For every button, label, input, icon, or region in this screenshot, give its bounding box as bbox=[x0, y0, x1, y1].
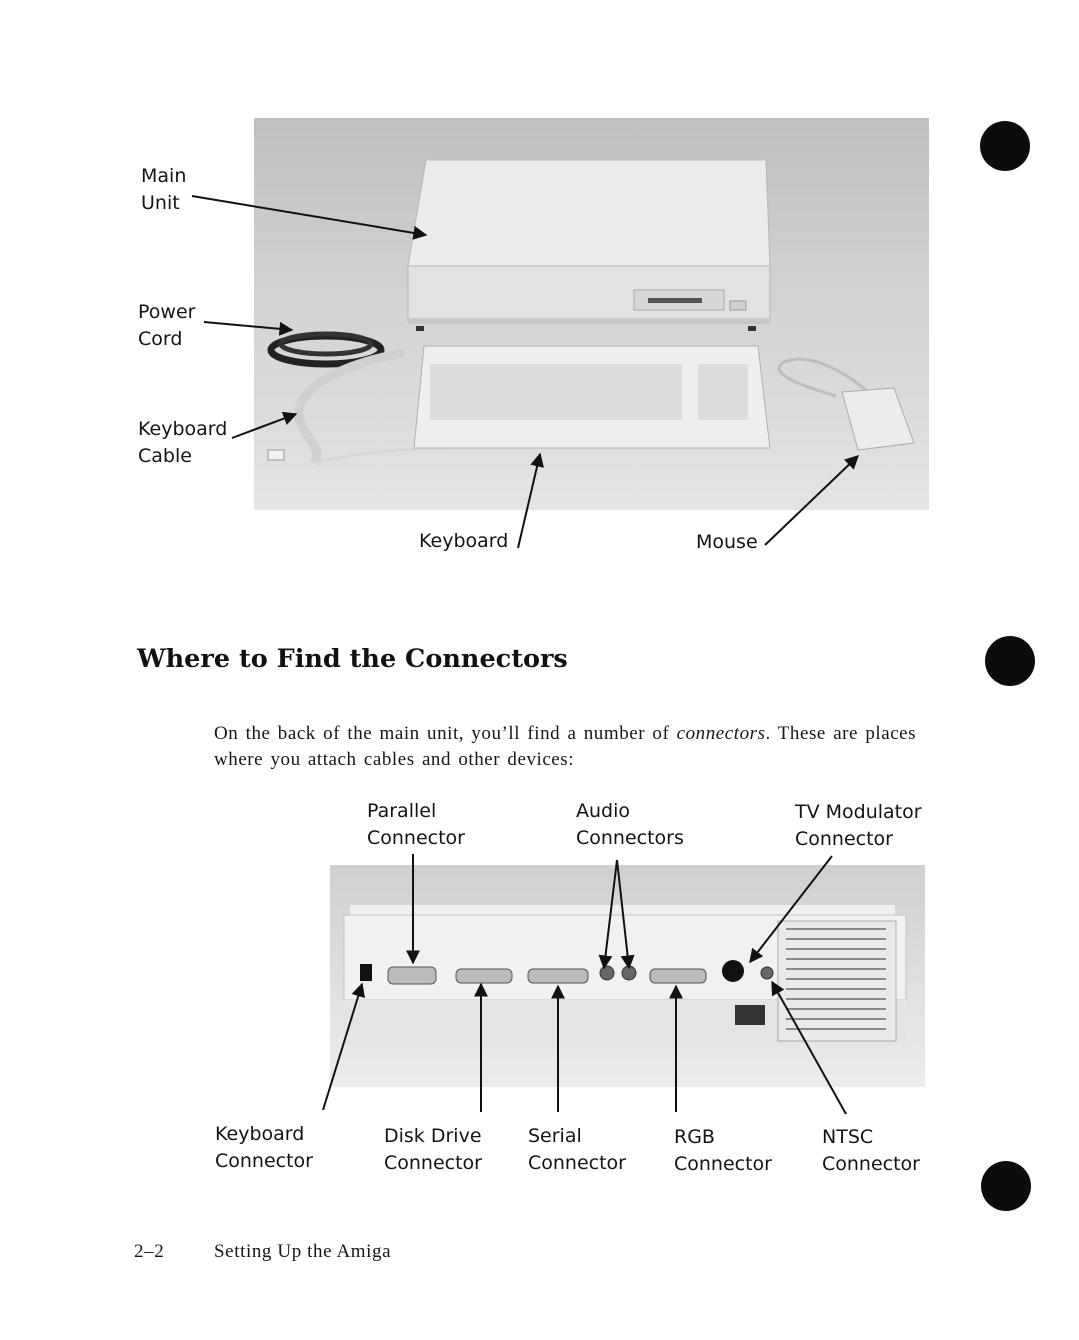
label-disk-drive-connector: Disk Drive Connector bbox=[384, 1125, 482, 1174]
arrow-mouse bbox=[764, 455, 860, 546]
arrow-main-unit bbox=[191, 195, 428, 240]
label-main-unit: Main Unit bbox=[141, 165, 187, 214]
label-keyboard-cable: Keyboard Cable bbox=[138, 418, 228, 467]
arrow-keyboard bbox=[517, 452, 544, 549]
binder-hole-bottom bbox=[981, 1161, 1031, 1211]
binder-hole-middle bbox=[985, 636, 1035, 686]
label-keyboard-connector: Keyboard Connector bbox=[215, 1123, 313, 1172]
arrow-keyboard-cable bbox=[231, 411, 298, 439]
arrow-keyboard-connector bbox=[322, 982, 365, 1111]
label-ntsc-connector: NTSC Connector bbox=[822, 1126, 920, 1175]
label-serial-connector: Serial Connector bbox=[528, 1125, 626, 1174]
label-power-cord: Power Cord bbox=[138, 301, 196, 350]
label-rgb-connector: RGB Connector bbox=[674, 1126, 772, 1175]
arrow-ntsc bbox=[771, 980, 847, 1115]
page-number: 2–2 bbox=[134, 1241, 165, 1262]
section-paragraph: On the back of the main unit, you’ll fin… bbox=[214, 723, 917, 770]
label-keyboard: Keyboard bbox=[419, 530, 509, 552]
amiga-system-photo bbox=[254, 118, 929, 510]
label-parallel-connector: Parallel Connector bbox=[367, 800, 465, 849]
arrow-power-cord bbox=[203, 321, 294, 336]
running-title: Setting Up the Amiga bbox=[214, 1241, 392, 1262]
binder-hole-top bbox=[980, 121, 1030, 171]
arrow-audio-left bbox=[598, 859, 618, 970]
label-mouse: Mouse bbox=[696, 531, 758, 553]
arrow-tv-modulator bbox=[749, 855, 833, 964]
label-tv-modulator-connector: TV Modulator Connector bbox=[795, 801, 922, 850]
label-audio-connectors: Audio Connectors bbox=[576, 800, 684, 849]
section-heading: Where to Find the Connectors bbox=[137, 644, 568, 674]
arrow-audio-right bbox=[616, 859, 635, 970]
